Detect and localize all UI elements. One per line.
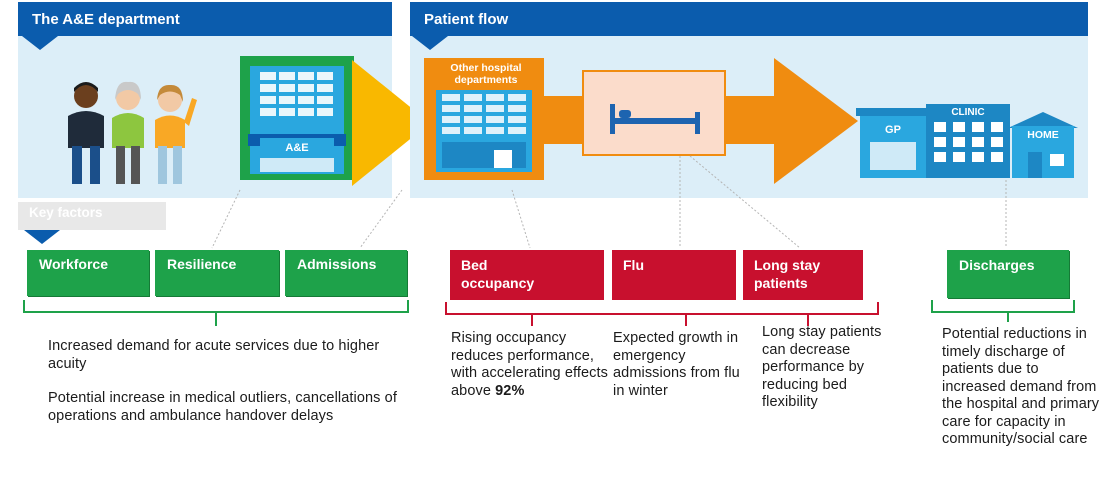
flu-text: Expected growth in emergency admissions … bbox=[613, 330, 740, 399]
people-illustration bbox=[68, 81, 197, 184]
gp-building: GP bbox=[856, 108, 930, 178]
hospital-building: Other hospital departments bbox=[424, 58, 544, 180]
factor-resilience: Resilience bbox=[155, 250, 279, 296]
staff-member-icon bbox=[112, 81, 144, 184]
ae-outliers-text: Potential increase in medical outliers, … bbox=[48, 390, 397, 424]
clinic-building: CLINIC bbox=[926, 104, 1010, 178]
hospital-label: Other hospital departments bbox=[450, 62, 522, 86]
bed-icon bbox=[610, 104, 700, 134]
green-bracket-right bbox=[931, 300, 1075, 322]
factor-discharges: Discharges bbox=[947, 250, 1069, 298]
ae-building-windows bbox=[260, 72, 333, 116]
factor-flu: Flu bbox=[612, 250, 736, 300]
ae-panel-title: The A&E department bbox=[18, 2, 392, 36]
discharges-text: Potential reductions in timely discharge… bbox=[942, 326, 1100, 447]
clinic-windows bbox=[934, 122, 1003, 162]
red-bracket bbox=[445, 302, 879, 326]
staff-member-icon bbox=[155, 84, 197, 184]
occupancy-text-body: Rising occupancy reduces performance, wi… bbox=[451, 330, 608, 399]
brackets bbox=[23, 300, 1075, 326]
ae-arrow bbox=[352, 60, 430, 186]
factor-admissions: Admissions bbox=[285, 250, 407, 296]
key-factors-tab: Key factors bbox=[18, 202, 166, 230]
staff-member-icon bbox=[68, 82, 104, 184]
clinic-label: CLINIC bbox=[951, 107, 985, 118]
ae-sign: A&E bbox=[260, 138, 334, 158]
home-label: HOME bbox=[1027, 129, 1059, 141]
factor-workforce: Workforce bbox=[27, 250, 149, 296]
occupancy-text: Rising occupancy reduces performance, wi… bbox=[451, 330, 609, 400]
green-bracket-left bbox=[23, 300, 409, 326]
ae-demand-text: Increased demand for acute services due … bbox=[48, 338, 380, 372]
gp-label: GP bbox=[885, 124, 901, 136]
long-stay-text: Long stay patients can decrease performa… bbox=[762, 324, 882, 410]
key-factors-pointer bbox=[24, 230, 60, 244]
hospital-windows bbox=[442, 94, 526, 168]
ae-banner-pointer bbox=[22, 36, 58, 50]
patient-flow-title: Patient flow bbox=[410, 2, 1088, 36]
occupancy-threshold: 92% bbox=[495, 382, 525, 399]
factor-bed-occupancy: Bed occupancy bbox=[450, 250, 604, 300]
ae-building: A&E bbox=[240, 56, 354, 180]
flow-banner-pointer bbox=[412, 36, 448, 50]
connector-lines bbox=[211, 155, 1007, 249]
ward-bed-box bbox=[582, 70, 726, 156]
factor-long-stay: Long stay patients bbox=[743, 250, 863, 300]
home-building bbox=[1008, 112, 1078, 178]
